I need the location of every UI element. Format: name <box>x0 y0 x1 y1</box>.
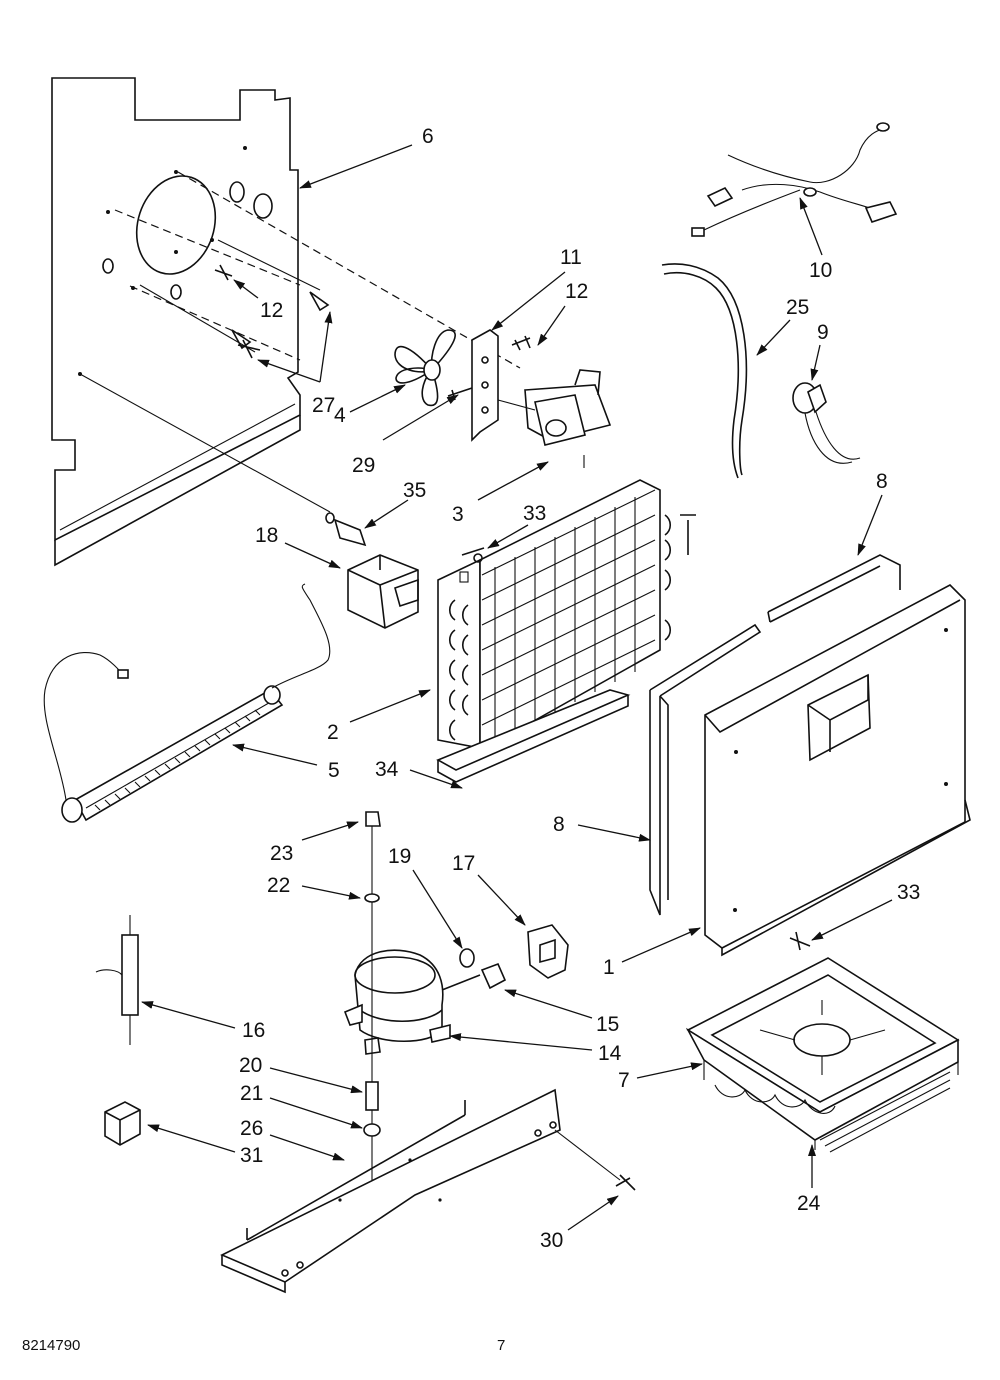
callout-31: 31 <box>240 1144 264 1167</box>
compressor-base-part <box>220 1088 561 1294</box>
page-number: 7 <box>497 1337 506 1354</box>
insulation-block-part <box>347 554 419 629</box>
callout-9: 9 <box>817 321 829 344</box>
callout-33: 33 <box>897 881 921 904</box>
callout-11: 11 <box>560 246 582 269</box>
wire-harness-part <box>691 122 898 237</box>
drain-heater-part <box>714 1071 951 1153</box>
callout-25: 25 <box>786 296 810 319</box>
evaporator-coil-part <box>437 479 696 750</box>
callout-20: 20 <box>239 1054 263 1077</box>
callout-22: 22 <box>267 874 291 897</box>
rear-panel-part <box>51 77 330 567</box>
callout-5: 5 <box>328 759 340 782</box>
callout-24: 24 <box>797 1192 821 1215</box>
relay-cover-part <box>527 924 569 979</box>
callout-23: 23 <box>270 842 294 865</box>
gasket-part <box>649 554 901 916</box>
callout-3: 3 <box>452 503 464 526</box>
mounting-bolt-part <box>363 811 381 1215</box>
callout-8: 8 <box>553 813 565 836</box>
callout-19: 19 <box>388 845 412 868</box>
sensor-part <box>325 512 367 547</box>
callout-1: 1 <box>603 956 615 979</box>
thermostat-part <box>792 382 861 464</box>
fan-motor-part <box>497 369 612 468</box>
callout-4: 4 <box>334 404 346 427</box>
callout-26: 26 <box>240 1117 264 1140</box>
callout-14: 14 <box>598 1042 622 1065</box>
fan-blade-part <box>394 329 456 407</box>
base-screw-part <box>615 1174 636 1191</box>
callout-2: 2 <box>327 721 339 744</box>
evaporator-cover-part <box>704 584 971 957</box>
callout-6: 6 <box>422 125 434 148</box>
callout-30: 30 <box>540 1229 564 1252</box>
compressor-part <box>343 948 481 1055</box>
callout-35: 35 <box>403 479 427 502</box>
callout-34: 34 <box>375 758 399 781</box>
cover-screw-part <box>789 931 811 951</box>
callout-18: 18 <box>255 524 279 547</box>
heater-rod-part <box>95 915 139 1045</box>
callout-33: 33 <box>523 502 547 525</box>
callout-17: 17 <box>452 852 476 875</box>
callout-21: 21 <box>240 1082 264 1105</box>
callout-16: 16 <box>242 1019 266 1042</box>
callout-7: 7 <box>618 1069 630 1092</box>
relay-part <box>480 962 507 990</box>
callout-15: 15 <box>596 1013 620 1036</box>
defrost-heater-part <box>43 583 331 823</box>
fan-bracket-part <box>471 329 499 442</box>
callout-29: 29 <box>352 454 376 477</box>
screw-part <box>511 335 531 351</box>
capacitor-part <box>104 1101 141 1146</box>
callout-12: 12 <box>260 299 284 322</box>
callout-27: 27 <box>312 394 336 417</box>
callout-arrows <box>141 144 893 1231</box>
part-number: 8214790 <box>22 1337 81 1354</box>
drain-tube-part <box>661 263 748 476</box>
callout-12: 12 <box>565 280 589 303</box>
callout-10: 10 <box>809 259 833 282</box>
callout-8: 8 <box>876 470 888 493</box>
drain-pan-part <box>685 957 960 1150</box>
